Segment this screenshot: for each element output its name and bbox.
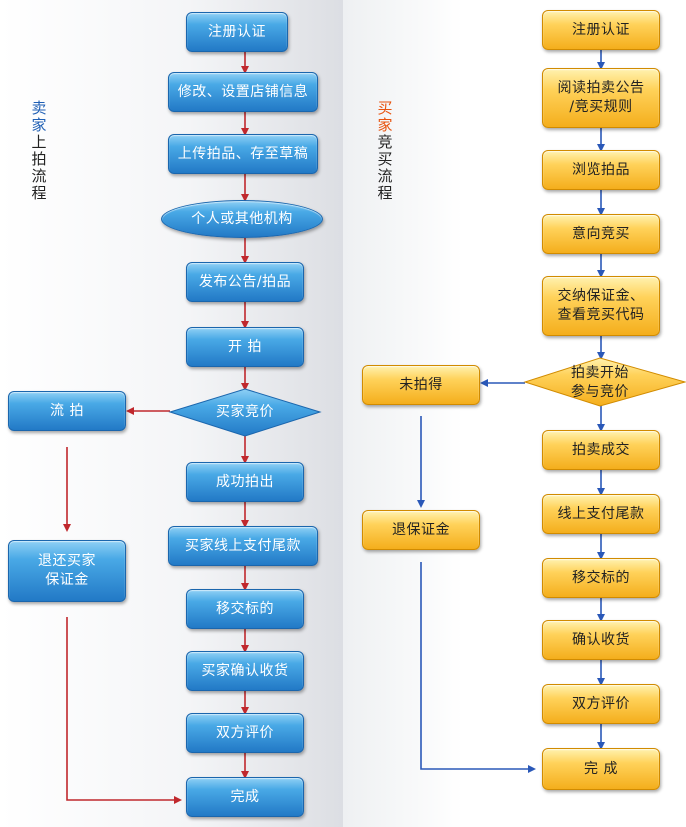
seller-step-mutual-review: 双方评价: [186, 713, 304, 753]
seller-step-publish: 发布公告/拍品: [186, 262, 304, 302]
buyer-step-final-payment: 线上支付尾款: [542, 494, 660, 534]
buyer-step-browse: 浏览拍品: [542, 150, 660, 190]
seller-step-complete: 完成: [186, 777, 304, 817]
buyer-side-not-won: 未拍得: [362, 365, 480, 405]
seller-side-refund-deposit: 退还买家 保证金: [8, 540, 126, 602]
buyer-step-register: 注册认证: [542, 10, 660, 50]
buyer-step-read-rules: 阅读拍卖公告 /竞买规则: [542, 68, 660, 128]
buyer-title-accent: 买家: [377, 99, 393, 134]
buyer-step-intent: 意向竞买: [542, 214, 660, 254]
buyer-step-deal: 拍卖成交: [542, 430, 660, 470]
buyer-side-refund-deposit: 退保证金: [362, 510, 480, 550]
seller-step-final-payment: 买家线上支付尾款: [168, 526, 318, 566]
seller-step-edit-shop: 修改、设置店铺信息: [168, 72, 318, 112]
seller-step-sold: 成功拍出: [186, 462, 304, 502]
seller-title-rest: 上拍流程: [31, 133, 47, 202]
seller-branch-arrow: [66, 617, 182, 804]
seller-step-confirm-receipt: 买家确认收货: [186, 651, 304, 691]
buyer-step-mutual-review: 双方评价: [542, 684, 660, 724]
buyer-step-deposit: 交纳保证金、 查看竞买代码: [542, 276, 660, 336]
seller-step-start: 开 拍: [186, 327, 304, 367]
seller-step-register: 注册认证: [186, 12, 288, 52]
seller-flow-title: 卖家 上拍流程: [30, 100, 48, 202]
seller-step-institution: 个人或其他机构: [161, 200, 323, 238]
buyer-step-auction-start: 拍卖开始 参与竞价: [571, 365, 629, 400]
seller-side-unsold: 流 拍: [8, 391, 126, 431]
buyer-branch-arrow: [420, 562, 536, 773]
buyer-step-complete: 完 成: [542, 748, 660, 790]
seller-title-accent: 卖家: [31, 99, 47, 134]
seller-step-buyer-bid: 买家竞价: [216, 403, 274, 420]
buyer-step-confirm-receipt: 确认收货: [542, 620, 660, 660]
buyer-flow-title: 买家 竞买流程: [376, 100, 394, 202]
buyer-title-rest: 竞买流程: [377, 133, 393, 202]
seller-step-upload-draft: 上传拍品、存至草稿: [168, 134, 318, 174]
seller-step-handover: 移交标的: [186, 589, 304, 629]
buyer-step-handover: 移交标的: [542, 558, 660, 598]
